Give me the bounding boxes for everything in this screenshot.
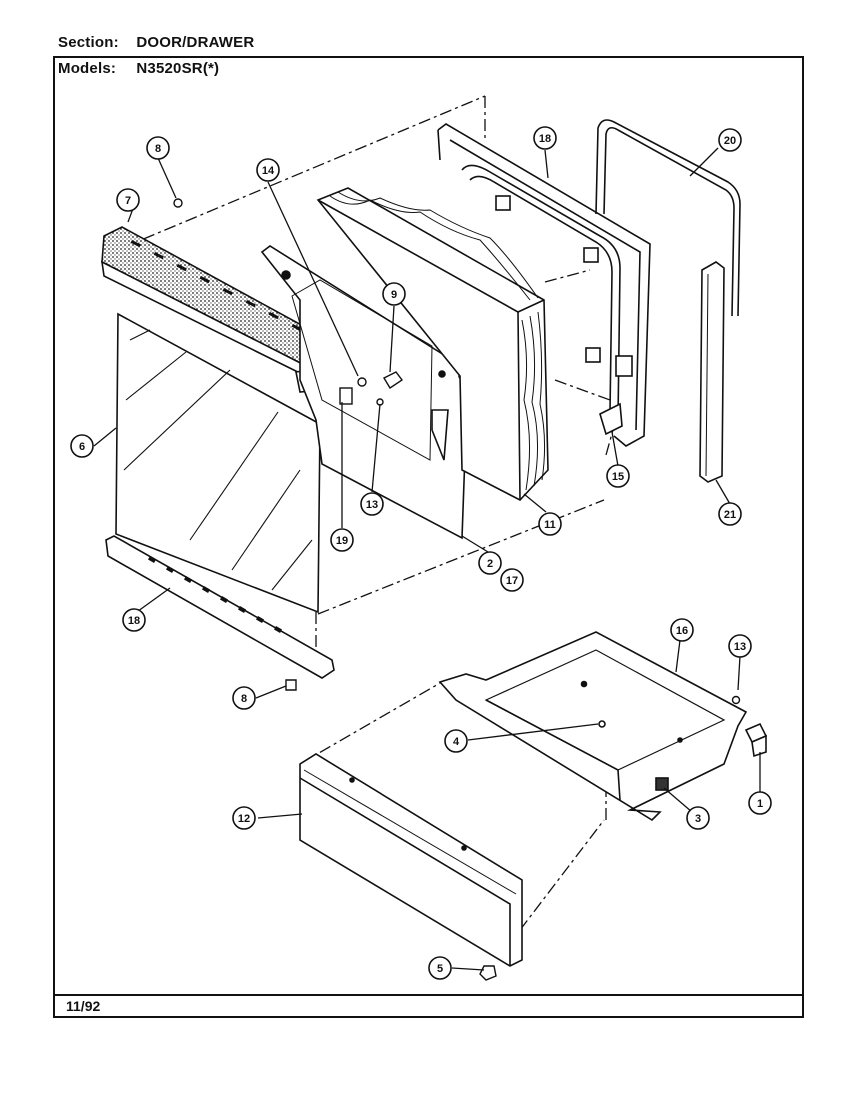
callout-circle (718, 128, 742, 152)
callout-circle (428, 956, 452, 980)
callout-circle (686, 806, 710, 830)
leader-lines (93, 147, 761, 971)
drawer-tray (438, 631, 748, 822)
callout-circle (444, 729, 468, 753)
bottom-door-trim (105, 535, 335, 679)
callout-label: 8 (155, 143, 161, 155)
callout-label: 17 (506, 575, 518, 587)
drawer-front-panel (299, 753, 523, 967)
callout-circle (382, 282, 406, 306)
callout-label: 18 (128, 615, 140, 627)
diagram-frame (53, 56, 804, 1018)
door-gasket (595, 119, 741, 317)
callout-circle (232, 806, 256, 830)
callout-label: 7 (125, 195, 131, 207)
revision-date: 11/92 (66, 998, 101, 1014)
callout-label: 19 (336, 535, 348, 547)
models-heading: Models: N3520SR(*) (58, 60, 219, 77)
callout-circle (538, 512, 562, 536)
section-label: Section: (58, 34, 119, 51)
callout-circle (606, 464, 630, 488)
callout-circle (728, 634, 752, 658)
callout-label: 21 (724, 509, 736, 521)
callout-circle (533, 126, 557, 150)
callout-circle (748, 791, 772, 815)
callout-label: 11 (544, 519, 556, 531)
section-heading: Section: DOOR/DRAWER (58, 34, 254, 51)
callout-label: 12 (238, 813, 250, 825)
callout-circle (256, 158, 280, 182)
callout-label: 15 (612, 471, 624, 483)
callout-label: 8 (241, 693, 247, 705)
callout-label: 1 (757, 798, 763, 810)
hinge-hardware (339, 371, 404, 406)
outer-door-frame (437, 123, 651, 447)
callout-label: 16 (676, 625, 688, 637)
callout-label: 18 (539, 133, 551, 145)
callout-circle (360, 492, 384, 516)
callout-label: 3 (695, 813, 701, 825)
callout-label: 14 (262, 165, 275, 177)
models-label: Models: (58, 60, 117, 77)
callout-label: 13 (366, 499, 378, 511)
callout-circle (146, 136, 170, 160)
door-insulation (316, 187, 549, 501)
callout-circle (70, 434, 94, 458)
callout-circle (670, 618, 694, 642)
models-value: N3520SR(*) (136, 60, 220, 77)
callout-circle (122, 608, 146, 632)
callout-label: 13 (734, 641, 746, 653)
drawer-glide (744, 722, 768, 758)
callout-label: 5 (437, 963, 443, 975)
callout-circle (116, 188, 140, 212)
drawer-screw (479, 965, 497, 981)
callout-label: 20 (724, 135, 736, 147)
callout-label: 9 (391, 289, 397, 301)
callout-label: 6 (79, 441, 85, 453)
callout-label: 2 (487, 558, 493, 570)
callout-label: 4 (453, 736, 460, 748)
callout-circle (478, 551, 502, 575)
callout-circle (718, 502, 742, 526)
section-value: DOOR/DRAWER (136, 34, 255, 51)
gasket-strip (699, 261, 725, 483)
door-glass-panel (115, 312, 321, 614)
callout-circle (232, 686, 256, 710)
callout-circle (330, 528, 354, 552)
callout-circle (500, 568, 524, 592)
footer-divider (53, 994, 804, 996)
